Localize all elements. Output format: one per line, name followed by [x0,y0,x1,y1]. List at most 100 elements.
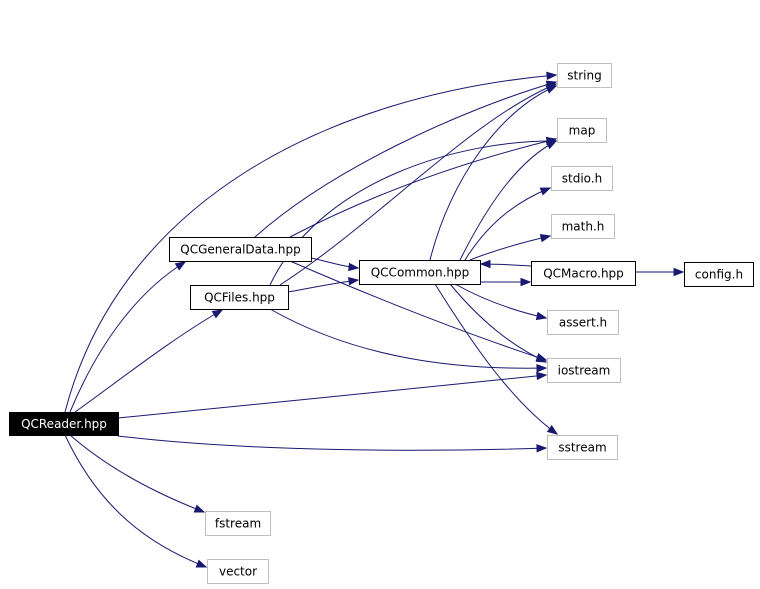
node-qcfiles[interactable]: QCFiles.hpp [190,285,289,310]
edge-qccommon-to-stdio [464,187,552,261]
edge-line [74,309,223,413]
edge-line [464,187,551,261]
arrowhead [545,140,558,150]
arrowhead [536,444,548,453]
edges-layer [64,71,685,568]
edge-qcreader-to-fstream [69,434,206,513]
edge-line [69,261,186,413]
edge-qcreader-to-qcfiles [74,309,224,413]
node-sstream: sstream [547,435,618,460]
arrowhead [348,277,360,286]
edge-qcgeneraldata-to-map [289,137,558,238]
edge-qcfiles-to-iostream [269,308,548,373]
edge-line [289,138,557,238]
edge-qcreader-to-iostream [117,371,548,419]
arrowhead [520,277,532,287]
node-box [169,237,312,262]
edge-line [269,308,547,369]
edge-line [69,434,205,513]
edge-qcfiles-to-string [279,83,558,286]
edge-line [449,283,547,363]
node-qcgeneraldata[interactable]: QCGeneralData.hpp [169,237,312,262]
edge-line [287,279,359,293]
node-qcreader[interactable]: QCReader.hpp [9,412,119,436]
arrowhead [479,259,491,269]
node-label: QCGeneralData.hpp [180,243,300,257]
node-iostream: iostream [547,358,621,383]
edge-qcmacro-to-config [635,267,685,277]
arrowhead [535,354,548,363]
node-label: sstream [558,441,606,455]
node-box [359,260,481,285]
node-label: config.h [695,268,743,282]
node-vector: vector [207,559,269,584]
node-assert: assert.h [547,310,619,335]
arrowhead [546,425,559,435]
edge-line [429,85,557,261]
node-qccommon[interactable]: QCCommon.hpp [359,260,481,285]
arrowhead [536,363,548,373]
edge-line [117,374,547,419]
arrowhead [193,504,206,513]
edge-line [469,235,551,261]
node-box [557,118,607,143]
arrowhead [539,187,552,196]
node-box [684,262,754,287]
edge-qcgeneraldata-to-string [254,80,558,238]
arrowhead [673,267,685,277]
node-box [531,261,636,286]
edge-line [64,74,557,413]
edge-qccommon-to-sstream [434,283,559,435]
edge-qcfiles-to-qccommon [287,277,360,293]
node-label: fstream [215,517,261,531]
arrowhead [535,311,548,321]
node-config[interactable]: config.h [684,262,754,287]
node-box [547,435,618,460]
node-map: map [557,118,607,143]
edge-qcreader-to-qcgeneraldata [69,261,187,413]
edge-qcreader-to-string [64,71,558,413]
edge-line [64,434,207,568]
nodes-layer: QCReader.hpp QCGeneralData.hppQCFiles.hpp… [9,63,754,584]
edge-qcgeneraldata-to-qccommon [310,257,360,272]
node-qcmacro[interactable]: QCMacro.hpp [531,261,636,286]
edge-qccommon-to-assert [454,283,548,321]
node-string: string [557,63,612,88]
node-box [557,63,612,88]
edge-qccommon-to-math [469,234,552,261]
edge-line [254,81,557,238]
edge-qccommon-to-qcmacro [479,277,532,287]
node-box [190,285,289,310]
node-box [205,511,271,536]
node-label: string [567,69,601,83]
arrowhead [536,371,548,381]
node-stdio: stdio.h [551,166,613,191]
node-fstream: fstream [205,511,271,536]
arrowhead [195,559,208,568]
arrowhead [545,85,558,94]
node-box [547,358,621,383]
edge-qcmacro-to-qccommon [479,259,532,269]
edge-qcreader-to-sstream [117,435,548,453]
edge-line [289,260,547,361]
edge-line [117,435,547,451]
edge-qccommon-to-iostream [449,283,548,363]
edge-qcreader-to-vector [64,434,208,568]
arrowhead [539,234,552,243]
arrowhead [174,261,187,271]
node-label: math.h [562,220,605,234]
node-label: vector [219,565,257,579]
node-box [551,214,615,239]
edge-line [454,283,547,319]
node-box [9,412,119,436]
node-label: stdio.h [562,172,602,186]
node-label: iostream [558,364,611,378]
edge-line [434,283,558,435]
edge-qccommon-to-map [459,140,558,261]
node-math: math.h [551,214,615,239]
edge-qccommon-to-string [429,85,558,261]
node-box [207,559,269,584]
node-label: QCMacro.hpp [543,267,624,281]
node-label: assert.h [559,316,607,330]
